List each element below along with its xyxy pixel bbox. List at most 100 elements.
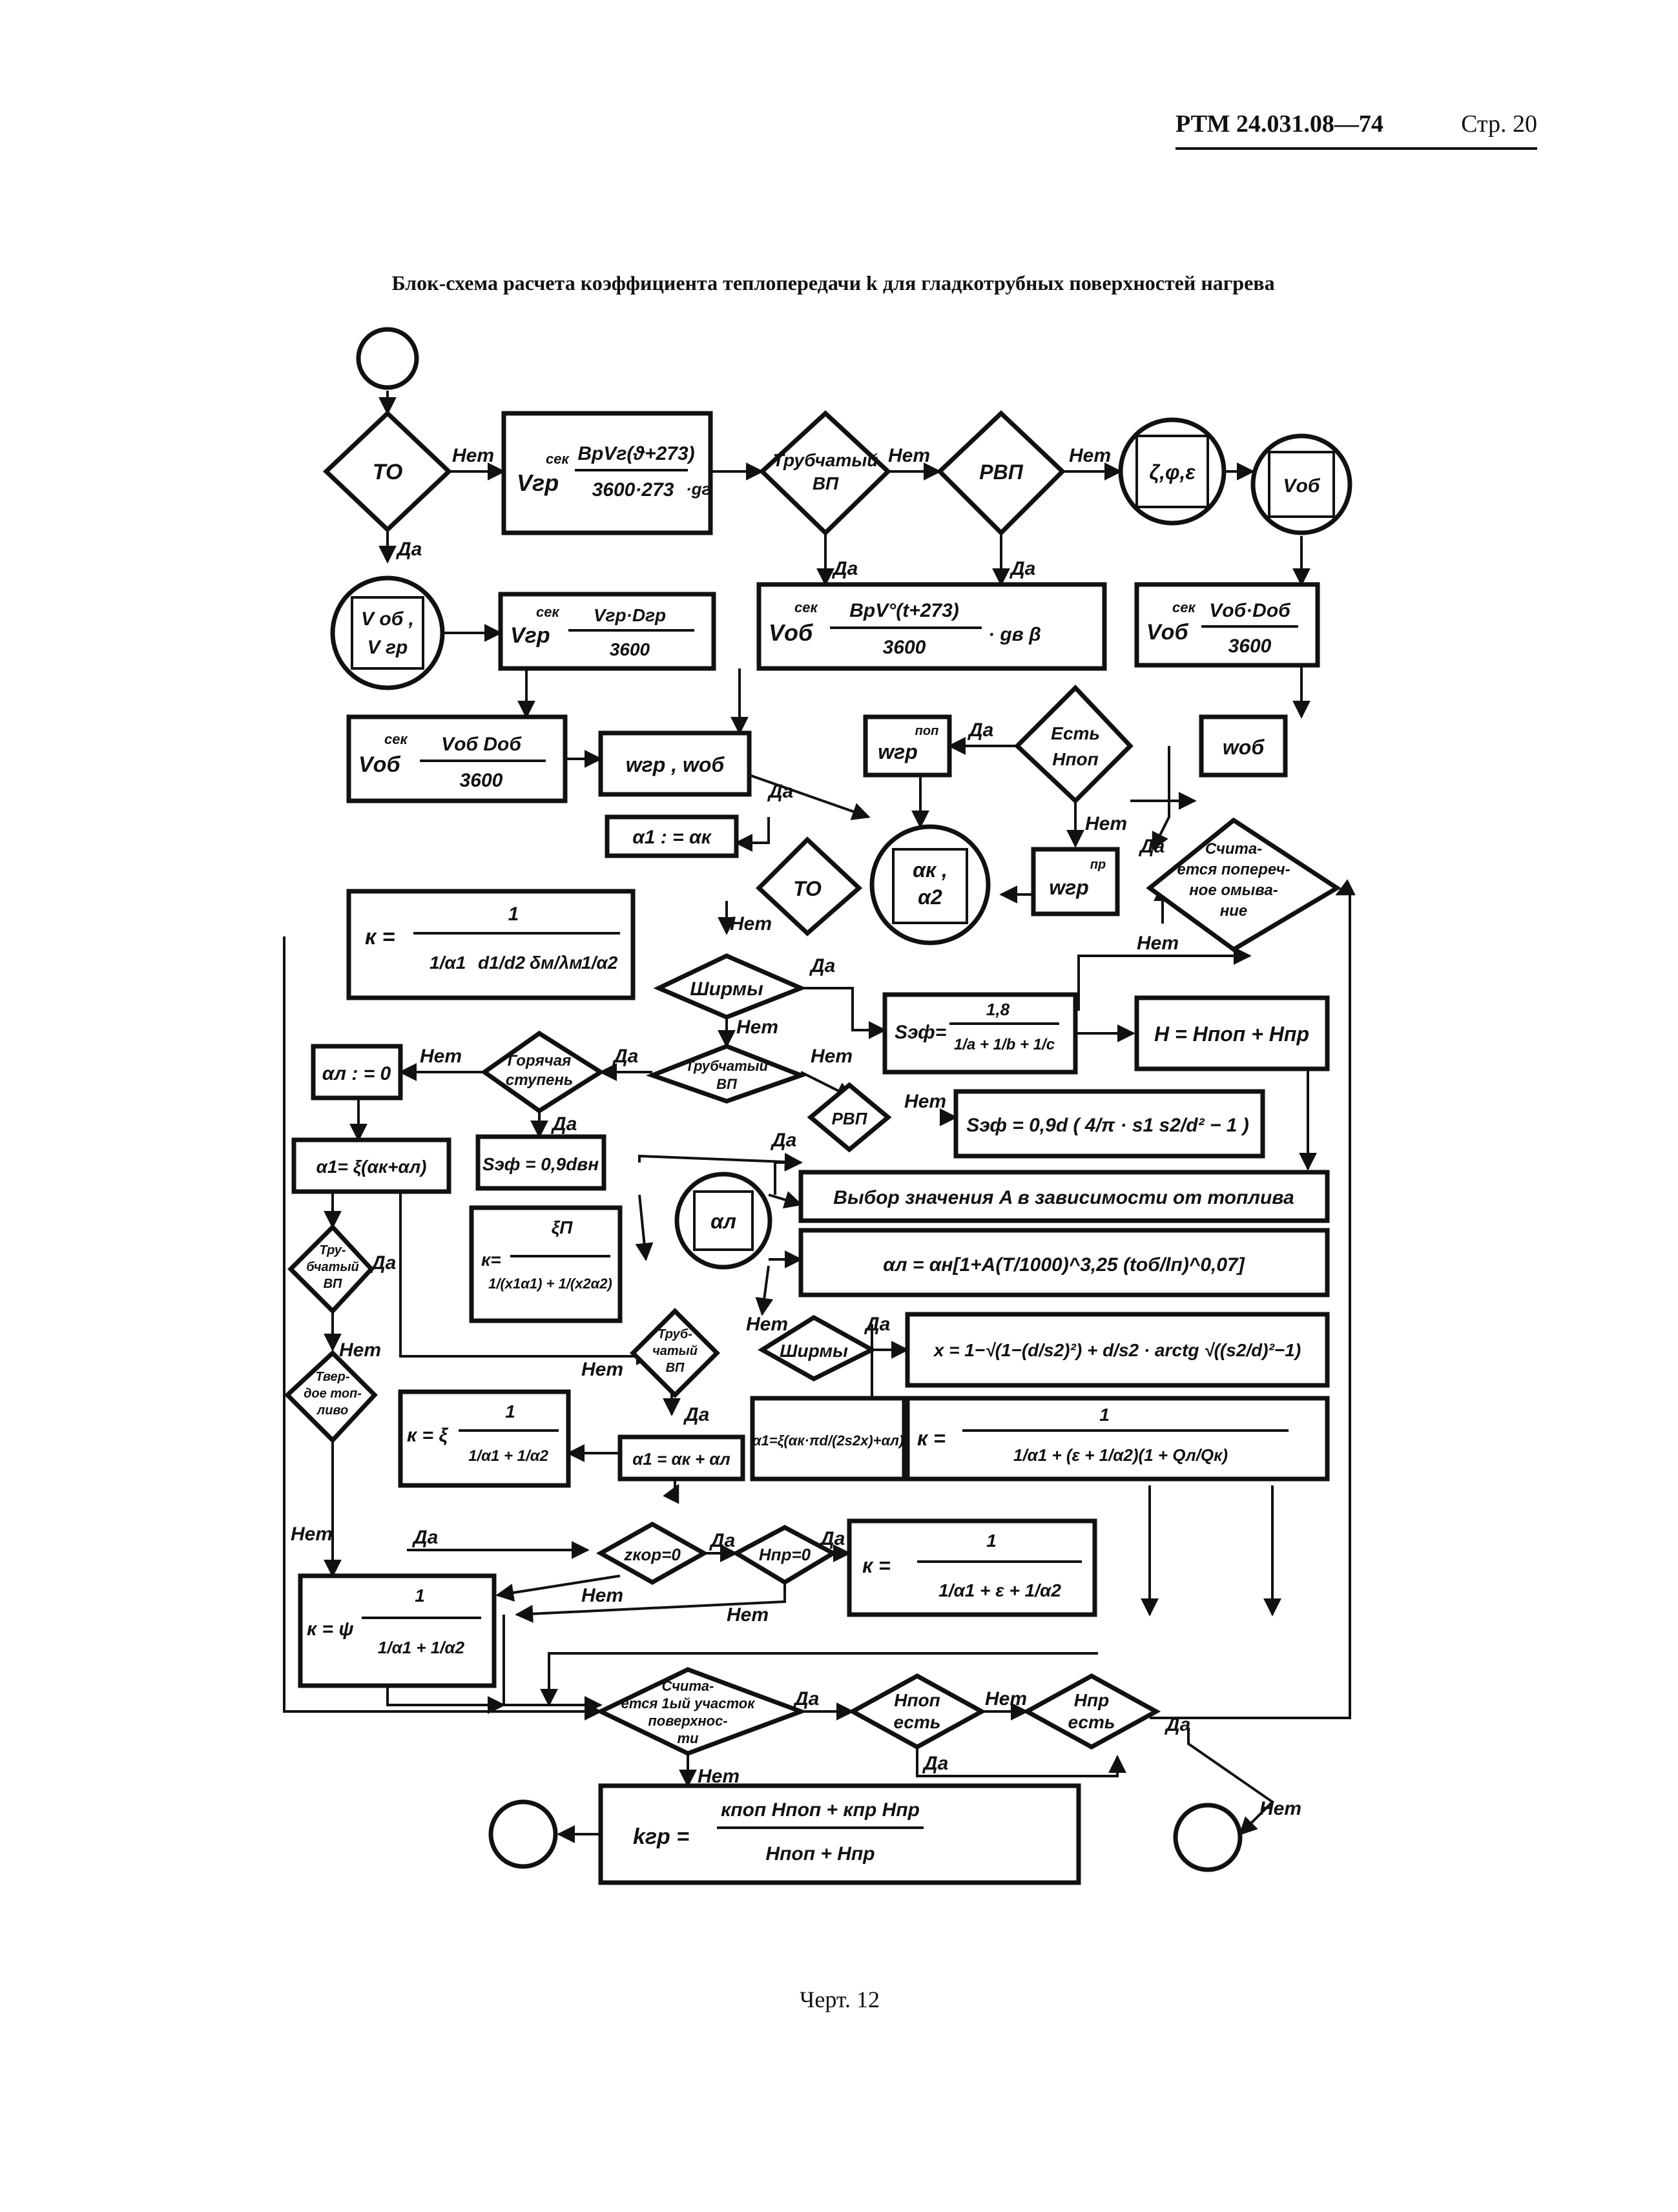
decision-label: Ширмы <box>690 978 763 1000</box>
end-terminal-right <box>1173 1803 1243 1872</box>
branch-label-yes: Да <box>831 558 858 579</box>
formula-text: wгр <box>1049 876 1089 899</box>
connector <box>768 1191 803 1209</box>
formula-term: δм/λм <box>530 953 583 973</box>
formula-num: Vоб·Dоб <box>1209 600 1291 621</box>
connector <box>638 1153 803 1171</box>
box-x-formula: x = 1−√(1−(d/s2)²) + d/s2 · arctg √((s2/… <box>905 1312 1330 1388</box>
branch-label-no: Нет <box>581 1359 623 1380</box>
connector <box>1152 746 1170 851</box>
connector <box>774 1153 803 1195</box>
box-w-gr-pr: wгр пр <box>1031 847 1120 916</box>
formula-text: H = Hпоп + Hпр <box>1154 1022 1309 1046</box>
io-label: Vоб <box>1283 475 1321 497</box>
box-vgr-sec-1: Vгр сек BpVг(ϑ+273) 3600·273 ·gг <box>501 411 713 535</box>
branch-label-no: Нет <box>339 1339 381 1361</box>
branch-label-no: Нет <box>1137 933 1179 954</box>
branch-labels: Нет Да Нет Да Нет Да Да Нет Да Нет Да Не… <box>291 445 1301 1819</box>
formula-sup: сек <box>536 604 560 620</box>
formula-text: α1 = αк + αл <box>632 1449 730 1469</box>
decision-label: Hпр=0 <box>759 1545 811 1564</box>
connector <box>635 1194 654 1261</box>
formula-den: 3600 <box>460 770 503 791</box>
branch-label-no: Нет <box>1259 1798 1301 1819</box>
formula-num: ξΠ <box>552 1217 574 1237</box>
formula-text: αл : = 0 <box>322 1063 391 1084</box>
connector <box>495 1575 621 1602</box>
formula-den: 1/α1 + 1/α2 <box>378 1638 465 1657</box>
formula-text: α1 : = αк <box>632 827 712 848</box>
branch-label-yes: Да <box>1138 836 1165 857</box>
decision-label: ВП <box>666 1361 685 1375</box>
box-s-ef-3: Sэф = 0,9dвн <box>475 1134 606 1191</box>
connector <box>1150 879 1356 1719</box>
decision-label: ливо <box>316 1403 348 1418</box>
decision-label: Hпр <box>1074 1690 1109 1710</box>
formula-den: 1/(x1α1) + 1/(x2α2) <box>488 1276 612 1292</box>
formula-lhs: Vгр <box>517 470 559 496</box>
branch-label-no: Нет <box>736 1017 778 1038</box>
page-header: РТМ 24.031.08—74 Стр. 20 <box>1176 110 1537 150</box>
branch-label-yes: Да <box>922 1753 948 1774</box>
formula-num: 1 <box>505 1401 515 1421</box>
branch-label-no: Нет <box>1069 445 1111 466</box>
connector <box>515 1582 786 1623</box>
decision-label: ступень <box>506 1071 573 1089</box>
branch-label-no: Нет <box>452 445 494 466</box>
decision-label: ное омыва- <box>1189 882 1278 899</box>
formula-lhs: к = <box>917 1427 946 1450</box>
formula-den: 3600 <box>610 639 650 659</box>
box-alpha1-xi: α1= ξ(αк+αл) <box>291 1137 451 1194</box>
decision-shirmy-low: Ширмы <box>758 1314 877 1381</box>
formula-term: d1/d2 <box>478 953 526 973</box>
formula-num: Vгр·Dгр <box>594 605 666 625</box>
decision-tubular-vp-center: Труб- чатый ВП <box>630 1308 720 1398</box>
branch-label-no: Нет <box>291 1524 333 1545</box>
decision-label: поверхнос- <box>648 1713 727 1729</box>
formula-sup: поп <box>915 724 939 738</box>
decision-label: Тру- <box>319 1243 346 1257</box>
branch-label-yes: Да <box>369 1252 396 1274</box>
box-k-eps-2: к = 1 1/α1 + ε + 1/α2 <box>847 1518 1097 1617</box>
formula-text: wгр <box>878 740 918 763</box>
decision-rvp-mid: РВП <box>807 1082 892 1153</box>
decision-label: Трубчатый <box>773 450 878 470</box>
branch-label-no: Нет <box>420 1046 462 1067</box>
io-label: V об , <box>361 608 414 630</box>
formula-text: Sэф = 0,9d ( 4/π · s1 s2/d² − 1 ) <box>966 1115 1249 1136</box>
branch-label-yes: Да <box>683 1404 709 1425</box>
decision-label: Горячая <box>508 1052 571 1070</box>
decision-tubular-vp-top: Трубчатый ВП <box>758 410 892 536</box>
box-choose-a: Выбор значения A в зависимости от топлив… <box>798 1170 1330 1223</box>
decision-label: ется 1ый участок <box>621 1695 756 1711</box>
formula-num: BpVг(ϑ+273) <box>577 443 694 464</box>
connector <box>749 774 871 820</box>
formula-num: 1 <box>1099 1405 1110 1425</box>
decision-label: TO <box>373 460 403 484</box>
branch-label-yes: Да <box>809 955 835 977</box>
io-vob: Vоб <box>1250 433 1352 535</box>
formula-den: 1/α1 + ε + 1/α2 <box>938 1580 1061 1600</box>
box-k-psi: к = ψ 1 1/α1 + 1/α2 <box>298 1573 497 1688</box>
page-number: Стр. 20 <box>1461 110 1537 138</box>
decision-label: ние <box>1220 902 1248 920</box>
branch-label-yes: Да <box>770 1130 796 1151</box>
decision-label: есть <box>893 1712 940 1732</box>
decision-to-top: TO <box>322 410 453 533</box>
formula-num: 1 <box>415 1586 425 1606</box>
box-vob-sec-2: Vоб сек Vоб·Dоб 3600 <box>1134 582 1320 668</box>
decision-hpop-exists: Hпоп есть <box>847 1673 987 1750</box>
branch-label-no: Нет <box>985 1688 1027 1710</box>
formula-lhs: Vоб <box>358 752 400 777</box>
connector <box>755 1265 774 1316</box>
formula-lhs: Sэф= <box>895 1022 946 1043</box>
formula-den: 3600 <box>1228 636 1272 657</box>
decision-hot-stage: Горячая ступень <box>480 1030 605 1114</box>
branch-label-yes: Да <box>709 1530 735 1551</box>
box-k-xi-2: к = ξ 1 1/α1 + 1/α2 <box>398 1389 571 1488</box>
formula-sup: сек <box>1172 599 1196 615</box>
decision-label: ВП <box>716 1076 738 1092</box>
decision-label: ти <box>678 1730 699 1746</box>
branch-label-no: Нет <box>730 913 772 935</box>
formula-den: Hпоп + Hпр <box>765 1843 875 1865</box>
